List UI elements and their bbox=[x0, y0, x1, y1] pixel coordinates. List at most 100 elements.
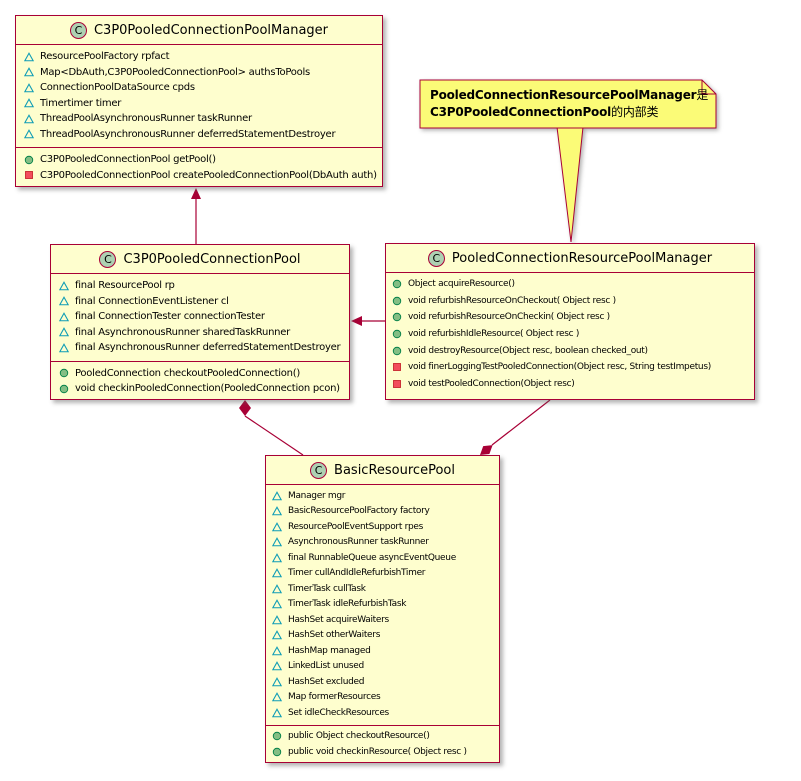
package-private-field-icon bbox=[272, 491, 282, 501]
package-private-field-icon bbox=[272, 537, 282, 547]
package-private-field-icon bbox=[272, 522, 282, 532]
method-text: void refurbishIdleResource( Object resc … bbox=[408, 329, 580, 340]
field-row: final AsynchronousRunner sharedTaskRunne… bbox=[51, 325, 349, 341]
field-row: Map formerResources bbox=[266, 690, 499, 706]
private-method-icon bbox=[24, 170, 34, 180]
field-row: AsynchronousRunner taskRunner bbox=[266, 535, 499, 551]
package-private-field-icon bbox=[24, 83, 34, 93]
package-private-field-icon bbox=[24, 52, 34, 62]
field-row: ThreadPoolAsynchronousRunner taskRunner bbox=[16, 111, 382, 127]
field-text: Map formerResources bbox=[288, 692, 381, 703]
method-row: void refurbishResourceOnCheckout( Object… bbox=[386, 293, 754, 310]
field-text: final ConnectionEventListener cl bbox=[75, 295, 229, 307]
class-title: C3P0PooledConnectionPoolManager bbox=[93, 22, 329, 38]
method-text: PooledConnection checkoutPooledConnectio… bbox=[75, 367, 301, 379]
field-row: Map<DbAuth,C3P0PooledConnectionPool> aut… bbox=[16, 65, 382, 81]
package-private-field-icon bbox=[272, 568, 282, 578]
method-text: void testPooledConnection(Object resc) bbox=[408, 378, 575, 389]
package-private-field-icon bbox=[59, 327, 69, 337]
package-private-field-icon bbox=[272, 677, 282, 687]
field-row: BasicResourcePoolFactory factory bbox=[266, 504, 499, 520]
class-header: C PooledConnectionResourcePoolManager bbox=[386, 244, 754, 273]
method-text: Object acquireResource() bbox=[408, 279, 515, 290]
field-text: TimerTask cullTask bbox=[288, 583, 366, 594]
composition-line bbox=[244, 415, 304, 456]
field-row: HashSet acquireWaiters bbox=[266, 612, 499, 628]
field-row: ResourcePoolFactory rpfact bbox=[16, 49, 382, 65]
field-row: final ConnectionEventListener cl bbox=[51, 294, 349, 310]
method-text: public Object checkoutResource() bbox=[288, 731, 430, 742]
method-row: public void checkinResource( Object resc… bbox=[266, 744, 499, 760]
field-row: ConnectionPoolDataSource cpds bbox=[16, 80, 382, 96]
method-row: void refurbishResourceOnCheckin( Object … bbox=[386, 309, 754, 326]
public-method-icon bbox=[59, 368, 69, 378]
method-row: public Object checkoutResource() bbox=[266, 729, 499, 745]
private-method-icon bbox=[392, 379, 402, 389]
method-text: void refurbishResourceOnCheckout( Object… bbox=[408, 295, 616, 306]
field-text: Set idleCheckResources bbox=[288, 707, 389, 718]
method-row: PooledConnection checkoutPooledConnectio… bbox=[51, 366, 349, 382]
fields-section: ResourcePoolFactory rpfact Map<DbAuth,C3… bbox=[16, 45, 382, 148]
public-method-icon bbox=[392, 346, 402, 356]
class-box-basicresourcepool: C BasicResourcePool Manager mgr BasicRes… bbox=[265, 455, 500, 763]
public-method-icon bbox=[272, 747, 282, 757]
field-text: HashSet acquireWaiters bbox=[288, 614, 389, 625]
package-private-field-icon bbox=[272, 692, 282, 702]
field-text: Manager mgr bbox=[288, 490, 346, 501]
field-text: Timer cullAndIdleRefurbishTimer bbox=[288, 568, 426, 579]
method-row: void finerLoggingTestPooledConnection(Ob… bbox=[386, 359, 754, 376]
field-text: TimerTask idleRefurbishTask bbox=[288, 599, 407, 610]
method-row: void testPooledConnection(Object resc) bbox=[386, 376, 754, 393]
class-box-c3p0pooledconnectionpoolmanager: C C3P0PooledConnectionPoolManager Resour… bbox=[15, 15, 383, 187]
field-row: final AsynchronousRunner deferredStateme… bbox=[51, 340, 349, 356]
method-text: void destroyResource(Object resc, boolea… bbox=[408, 345, 648, 356]
composition-line bbox=[491, 399, 551, 446]
class-stereotype-icon: C bbox=[69, 21, 87, 39]
package-private-field-icon bbox=[272, 646, 282, 656]
class-title: PooledConnectionResourcePoolManager bbox=[451, 250, 713, 266]
private-method-icon bbox=[392, 362, 402, 372]
note-bold-text: PooledConnectionResourcePoolManager bbox=[430, 88, 697, 102]
class-title: BasicResourcePool bbox=[334, 462, 455, 478]
package-private-field-icon bbox=[272, 506, 282, 516]
methods-section: C3P0PooledConnectionPool getPool() C3P0P… bbox=[16, 148, 382, 186]
note-regular-text: 是 bbox=[696, 88, 709, 102]
field-row: final RunnableQueue asyncEventQueue bbox=[266, 550, 499, 566]
field-row: Manager mgr bbox=[266, 488, 499, 504]
field-text: final AsynchronousRunner sharedTaskRunne… bbox=[75, 326, 291, 338]
note-bold-text: C3P0PooledConnectionPool bbox=[430, 105, 612, 119]
field-row: TimerTask cullTask bbox=[266, 581, 499, 597]
composition-diamond-icon bbox=[239, 400, 251, 416]
package-private-field-icon bbox=[59, 296, 69, 306]
arrow-head-left-icon bbox=[351, 316, 362, 326]
methods-section: PooledConnection checkoutPooledConnectio… bbox=[51, 362, 349, 400]
field-row: HashMap managed bbox=[266, 643, 499, 659]
package-private-field-icon bbox=[24, 129, 34, 139]
field-row: LinkedList unused bbox=[266, 659, 499, 675]
field-row: TimerTask idleRefurbishTask bbox=[266, 597, 499, 613]
field-row: final ResourcePool rp bbox=[51, 278, 349, 294]
class-box-pooledconnectionresourcepoolmanager: C PooledConnectionResourcePoolManager Ob… bbox=[385, 243, 755, 400]
package-private-field-icon bbox=[272, 661, 282, 671]
public-method-icon bbox=[272, 731, 282, 741]
package-private-field-icon bbox=[272, 553, 282, 563]
class-stereotype-icon: C bbox=[427, 249, 445, 267]
field-text: BasicResourcePoolFactory factory bbox=[288, 506, 430, 517]
field-text: final AsynchronousRunner deferredStateme… bbox=[75, 342, 341, 354]
field-row: Timer cullAndIdleRefurbishTimer bbox=[266, 566, 499, 582]
class-box-c3p0pooledconnectionpool: C C3P0PooledConnectionPool final Resourc… bbox=[50, 244, 350, 400]
method-row: C3P0PooledConnectionPool getPool() bbox=[16, 152, 382, 168]
class-stereotype-icon: C bbox=[99, 250, 117, 268]
field-row: ThreadPoolAsynchronousRunner deferredSta… bbox=[16, 127, 382, 143]
public-method-icon bbox=[24, 155, 34, 165]
note-body bbox=[419, 79, 717, 129]
field-text: ThreadPoolAsynchronousRunner deferredSta… bbox=[40, 128, 336, 140]
fields-section: final ResourcePool rp final ConnectionEv… bbox=[51, 274, 349, 362]
field-text: ThreadPoolAsynchronousRunner taskRunner bbox=[40, 113, 252, 125]
package-private-field-icon bbox=[272, 584, 282, 594]
method-text: void checkinPooledConnection(PooledConne… bbox=[75, 383, 340, 395]
public-method-icon bbox=[392, 296, 402, 306]
field-text: final ResourcePool rp bbox=[75, 280, 175, 292]
field-row: HashSet otherWaiters bbox=[266, 628, 499, 644]
public-method-icon bbox=[59, 384, 69, 394]
